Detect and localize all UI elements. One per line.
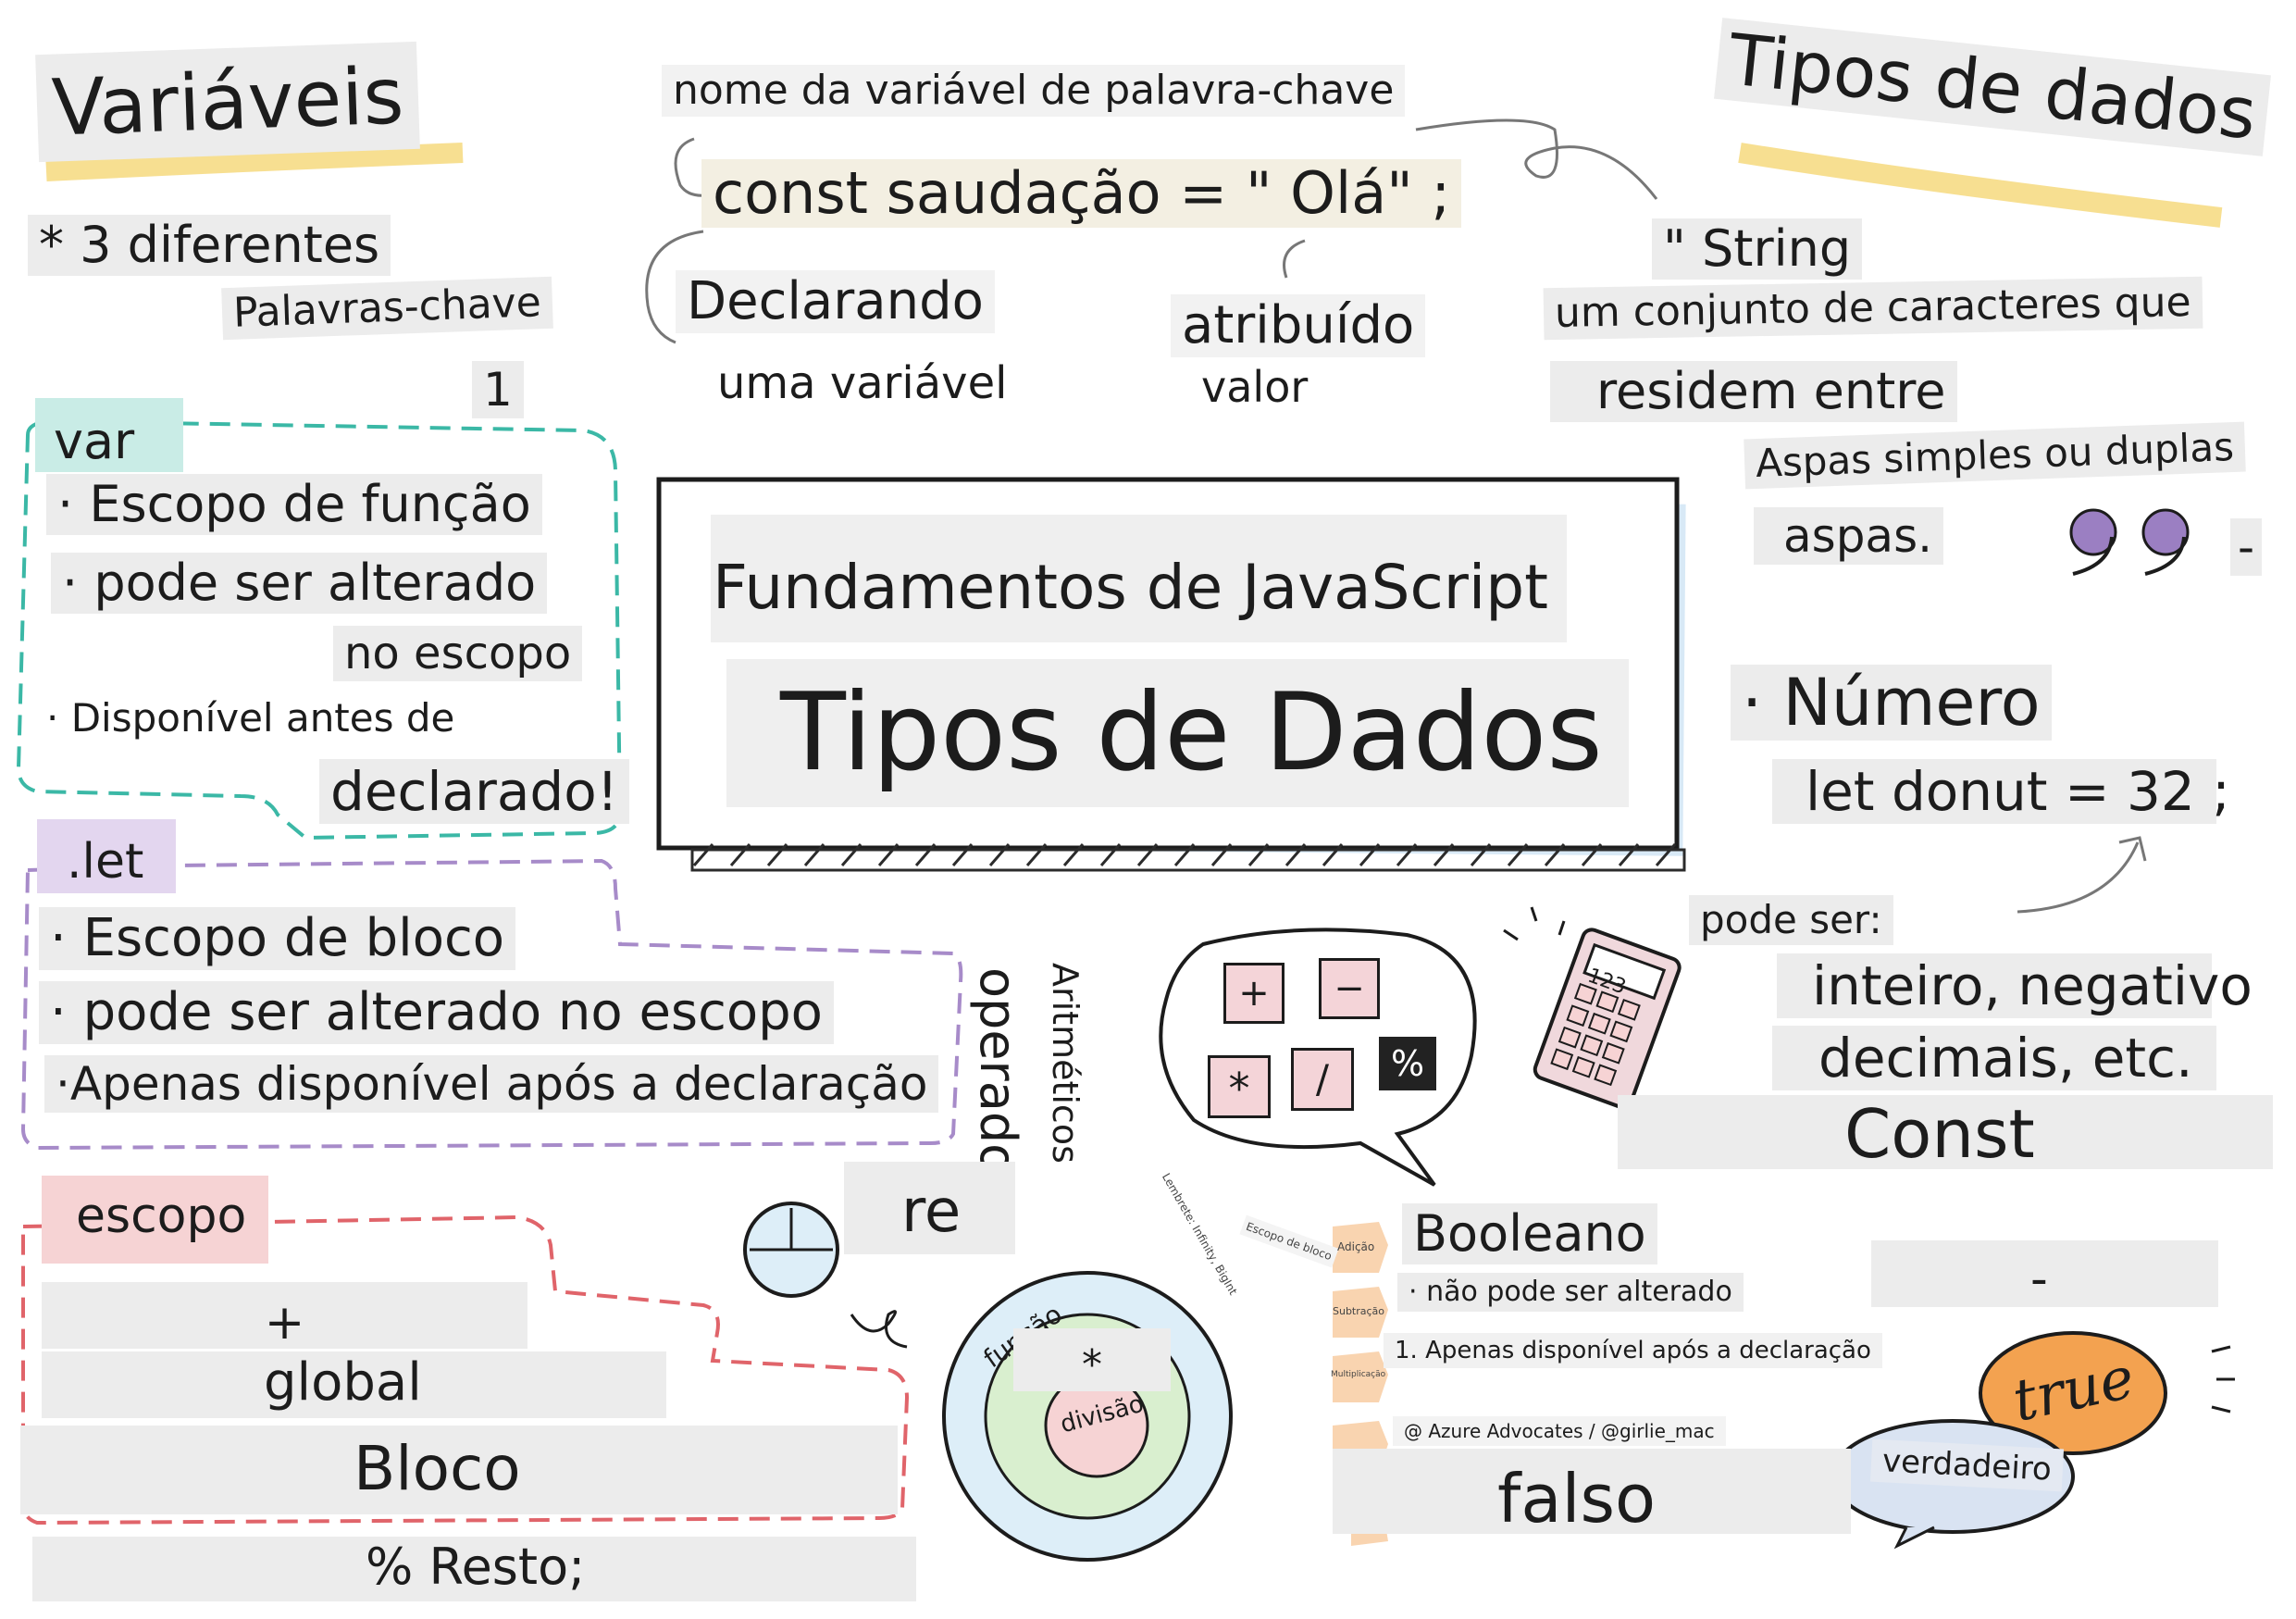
var-tag: var (54, 412, 135, 470)
center-frame-hatch (692, 843, 1677, 866)
squiggle-arrow (850, 1310, 908, 1349)
calculator-icon (1533, 928, 1682, 1110)
boolean-title: Booleano (1402, 1203, 1657, 1264)
multiply-key: * (1208, 1055, 1271, 1118)
three-different-label: * 3 diferentes (28, 215, 391, 276)
false-label: falso (1333, 1449, 1851, 1534)
string-dash: - (2230, 518, 2263, 576)
assigned-label: atribuído (1171, 294, 1426, 357)
number-arrow (2017, 836, 2147, 914)
title-highlight (45, 143, 464, 181)
can-be-label: pode ser: (1689, 895, 1893, 945)
scope-remainder: % Resto; (32, 1537, 916, 1601)
boolean-line-2: 1. Apenas disponível após a declaração (1384, 1333, 1882, 1368)
number-kinds-2: decimais, etc. (1772, 1026, 2216, 1090)
var-line-1: · Escopo de função (46, 474, 542, 535)
var-tag-bg (35, 398, 183, 472)
tag-addition: Adição (1337, 1240, 1375, 1253)
string-desc-4: aspas. (1754, 507, 1944, 565)
const-label: Const (1618, 1095, 2273, 1169)
let-line-2: · pode ser alterado no escopo (39, 981, 834, 1044)
percent-key: % (1379, 1037, 1436, 1090)
string-arrow (1415, 118, 1658, 200)
scope-tag: escopo (76, 1189, 247, 1244)
true-sparks (2211, 1345, 2235, 1414)
number-title: · Número (1731, 665, 2052, 741)
number-code: let donut = 32 ; (1772, 759, 2230, 824)
one-label: 1 (472, 361, 524, 418)
scope-box-border (21, 1214, 910, 1526)
value-label: valor (1201, 362, 1309, 412)
let-line-1: · Escopo de bloco (39, 907, 516, 970)
star-label: * (1013, 1328, 1171, 1391)
var-line-2: · pode ser alterado (51, 553, 548, 614)
keyword-arrow (674, 137, 714, 197)
code-declaration: const saudação = " Olá" ; (701, 159, 1462, 228)
declaring-arrow (645, 230, 704, 344)
scope-global: global (42, 1351, 666, 1418)
true-bubble (1979, 1331, 2167, 1455)
boolean-line-1: · não pode ser alterado (1397, 1273, 1744, 1312)
spark-lines (1503, 906, 1566, 941)
number-kinds-1: inteiro, negativo (1777, 953, 2253, 1018)
let-tag-bg (37, 819, 176, 893)
var-line-5: declarado! (319, 759, 629, 824)
assigned-arrow (1283, 239, 1306, 279)
string-desc-2: residem entre (1550, 361, 1957, 422)
declaring-label: Declarando (676, 270, 995, 333)
scope-plus: + (42, 1282, 527, 1349)
scope-tag-bg (42, 1176, 268, 1264)
divide-key: / (1291, 1048, 1354, 1111)
truthy-bubble-tail (1893, 1526, 1935, 1550)
let-tag: .let (67, 834, 144, 890)
var-line-4: · Disponível antes de (46, 695, 455, 741)
quote-marks-icon (2069, 508, 2190, 576)
minus-key: − (1319, 958, 1380, 1019)
boolean-dash: - (1871, 1240, 2218, 1307)
tag-subtraction: Subtração (1333, 1305, 1385, 1317)
arithmetic-label: Aritméticos (1045, 963, 1086, 1164)
a-variable-label: uma variável (717, 357, 1008, 409)
center-title: Tipos de Dados (726, 659, 1629, 807)
keyword-name-label: nome da variável de palavra-chave (662, 65, 1406, 117)
tag-multiplication: Multiplicação (1331, 1370, 1386, 1379)
clock-icon (743, 1202, 839, 1298)
var-line-3: no escopo (333, 626, 583, 681)
scope-block: Bloco (20, 1426, 898, 1514)
plus-key: + (1223, 963, 1285, 1024)
center-frame-base (690, 848, 1686, 872)
string-label: " String (1652, 218, 1863, 280)
let-box-border (20, 858, 963, 1151)
types-highlight (1738, 143, 2223, 228)
re-label: re (844, 1162, 1015, 1254)
variables-title: Variáveis (35, 41, 421, 163)
center-subtitle: Fundamentos de JavaScript (711, 515, 1567, 642)
let-line-3: ·Apenas disponível após a declaração (44, 1055, 939, 1113)
credit-label: @ Azure Advocates / @girlie_mac (1393, 1416, 1726, 1446)
